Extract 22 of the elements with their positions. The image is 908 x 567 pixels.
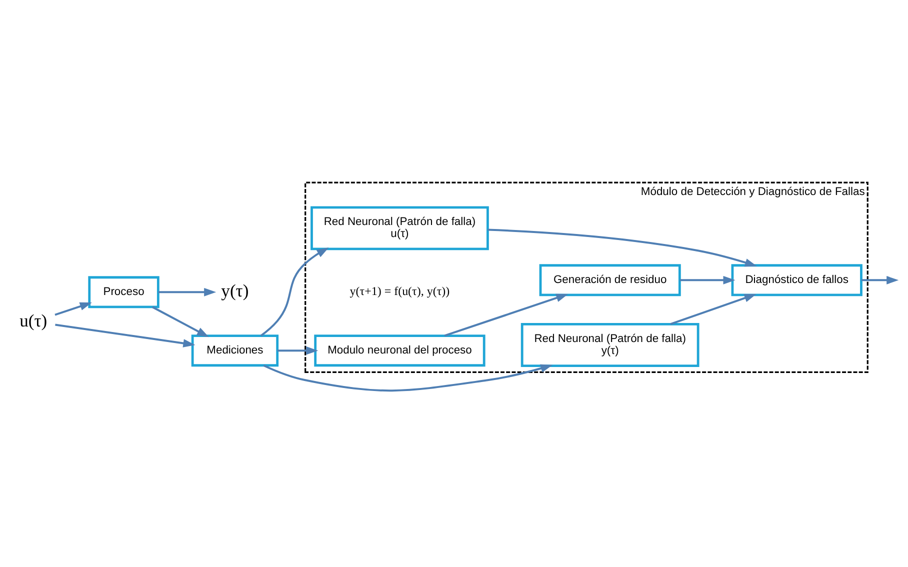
- arrow: [670, 294, 756, 326]
- arrow: [158, 288, 216, 296]
- node-box: Proceso: [88, 276, 160, 308]
- arrow: [861, 276, 899, 284]
- arrow: [680, 276, 736, 284]
- arrow: [260, 248, 329, 336]
- arrow: [488, 228, 757, 267]
- node-box: Generación de residuo: [539, 264, 681, 296]
- arrow: [152, 306, 209, 338]
- arrow: [277, 346, 318, 355]
- node-box: Mediciones: [191, 334, 279, 367]
- arrow: [55, 324, 196, 348]
- arrow: [54, 302, 92, 316]
- node-box: Red Neuronal (Patrón de falla) u(τ): [310, 206, 489, 250]
- node-box: Modulo neuronal del proceso: [314, 334, 486, 367]
- node-text: y(τ): [221, 280, 249, 301]
- node-box: Red Neuronal (Patrón de falla) y(τ): [520, 322, 700, 367]
- node-text: u(τ): [20, 310, 48, 330]
- arrow: [444, 294, 568, 337]
- node-box: Diagnóstico de fallos: [731, 264, 862, 296]
- arrow: [263, 364, 553, 392]
- label: y(τ+1) = f(u(τ), y(τ)): [350, 284, 450, 298]
